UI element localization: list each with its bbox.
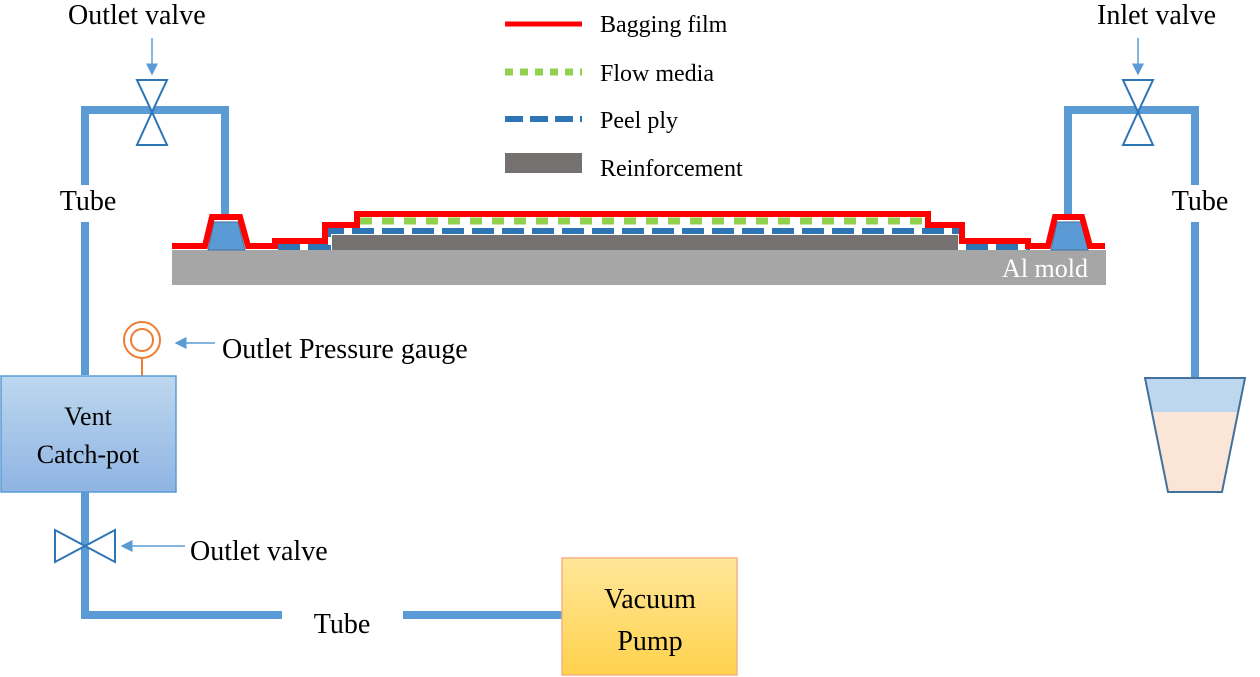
outlet-valve-top-icon: [135, 79, 169, 146]
legend-label: Bagging film: [600, 12, 728, 38]
legend-label: Peel ply: [600, 108, 678, 134]
outlet-valve-bottom-label: Outlet valve: [190, 536, 328, 567]
pressure-gauge-icon: [123, 321, 161, 376]
inlet-valve-icon: [1121, 79, 1155, 146]
annotation-arrows: [120, 38, 1144, 552]
mold-label: Al mold: [1002, 254, 1088, 283]
catch-pot-label: Vent: [64, 402, 112, 431]
outlet-valve-bottom-icon: [54, 528, 116, 564]
tube-right-label: Tube: [1172, 186, 1229, 217]
sealant-tape: [207, 221, 1089, 251]
tube-bottom-label: Tube: [314, 609, 371, 640]
pressure-gauge-label: Outlet Pressure gauge: [222, 334, 468, 365]
legend: Bagging film Flow media Peel ply Reinfor…: [505, 12, 743, 182]
outlet-valve-top-label: Outlet valve: [68, 0, 206, 31]
tube-left-label: Tube: [60, 186, 117, 217]
resin-beaker: [1143, 377, 1247, 493]
catch-pot-label: Catch-pot: [37, 440, 140, 469]
peel-ply: [278, 228, 1030, 250]
legend-label: Reinforcement: [600, 156, 743, 182]
inlet-valve-label: Inlet valve: [1097, 0, 1216, 31]
bagging-film: [172, 211, 1105, 249]
legend-label: Flow media: [600, 61, 714, 87]
vacuum-pump: [561, 557, 738, 676]
al-mold: [172, 250, 1106, 285]
left-tube: [81, 106, 562, 619]
reinforcement: [332, 235, 958, 250]
pump-label: Pump: [617, 626, 682, 657]
vent-catch-pot: [0, 375, 177, 493]
legend-swatch-reinforcement: [505, 153, 582, 173]
pump-label: Vacuum: [604, 584, 696, 615]
